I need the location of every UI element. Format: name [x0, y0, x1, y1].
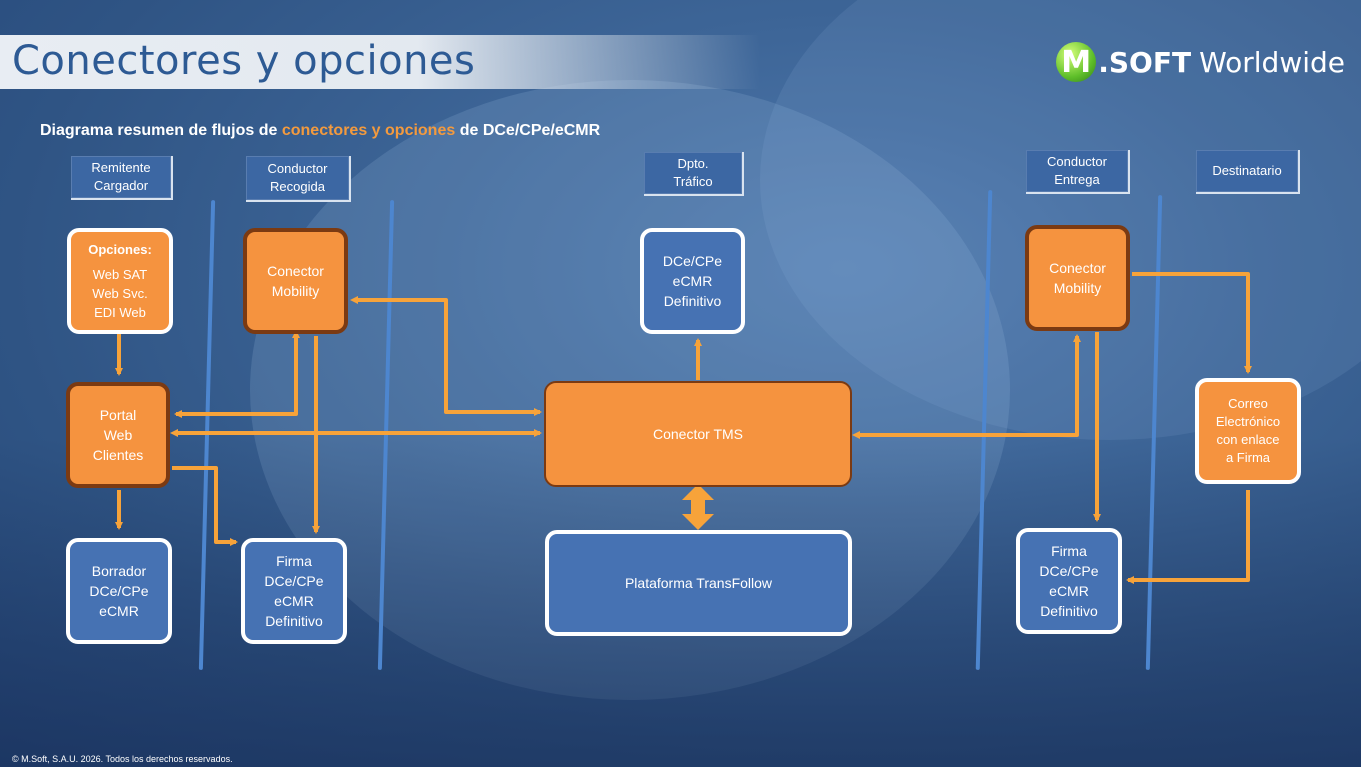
opciones-items: Web SAT Web Svc. EDI Web	[92, 267, 148, 320]
title-bar	[0, 35, 760, 89]
arrow-mobility-correo	[1132, 272, 1252, 374]
lane-conductor-recogida-label: Conductor Recogida	[267, 161, 328, 194]
lane-destinatario-label: Destinatario	[1212, 163, 1282, 178]
arrow-tms-mobility-right	[852, 334, 1081, 439]
subtitle-part2: de DCe/CPe/eCMR	[455, 122, 601, 139]
conector-tms-label: Conector TMS	[653, 426, 743, 442]
lane-remitente-label: Remitente Cargador	[91, 160, 151, 193]
firma-right-box: Firma DCe/CPe eCMR Definitivo	[1016, 528, 1122, 634]
firma-right-label: Firma DCe/CPe eCMR Definitivo	[1039, 543, 1099, 619]
lane-conductor-entrega: Conductor Entrega	[1026, 150, 1130, 194]
conector-mobility-left: Conector Mobility	[243, 228, 348, 334]
arrow-correo-firma	[1126, 490, 1250, 584]
portal-label: Portal Web Clientes	[92, 407, 144, 463]
company-logo: M .SOFT Worldwide	[1056, 40, 1345, 84]
logo-soft-text: .SOFT	[1098, 45, 1192, 79]
diagram-subtitle: Diagrama resumen de flujos de conectores…	[40, 122, 600, 140]
correo-label: Correo Electrónico con enlace a Firma	[1215, 396, 1281, 465]
logo-worldwide-text: Worldwide	[1199, 45, 1345, 79]
lane-destinatario: Destinatario	[1196, 150, 1300, 194]
conector-mobility-right: Conector Mobility	[1025, 225, 1130, 331]
firma-left-label: Firma DCe/CPe eCMR Definitivo	[264, 553, 324, 629]
page-title: Conectores y opciones	[12, 38, 476, 84]
logo-m-icon: M	[1056, 42, 1097, 82]
conector-mobility-right-label: Conector Mobility	[1049, 260, 1106, 296]
lane-dpto-trafico-label: Dpto. Tráfico	[673, 156, 713, 189]
conector-mobility-left-label: Conector Mobility	[267, 263, 324, 299]
borrador-box: Borrador DCe/CPe eCMR	[66, 538, 172, 644]
copyright-footer: © M.Soft, S.A.U. 2026. Todos los derecho…	[12, 754, 233, 764]
lane-conductor-entrega-label: Conductor Entrega	[1047, 154, 1107, 187]
arrow-portal-mobility	[174, 330, 300, 418]
portal-web-clientes: Portal Web Clientes	[66, 382, 170, 488]
borrador-label: Borrador DCe/CPe eCMR	[89, 563, 149, 619]
firma-left-box: Firma DCe/CPe eCMR Definitivo	[241, 538, 347, 644]
arrow-tms-plataforma	[682, 484, 714, 530]
opciones-title: Opciones:	[88, 242, 152, 257]
conector-tms: Conector TMS	[544, 381, 852, 487]
correo-box: Correo Electrónico con enlace a Firma	[1195, 378, 1301, 484]
arrow-portal-firma	[172, 466, 238, 546]
plataforma-label: Plataforma TransFollow	[624, 575, 773, 591]
lane-conductor-recogida: Conductor Recogida	[246, 156, 351, 202]
subtitle-highlight: conectores y opciones	[281, 122, 456, 139]
plataforma-transfollow: Plataforma TransFollow	[545, 530, 852, 636]
subtitle-part1: Diagrama resumen de flujos de	[40, 122, 282, 139]
opciones-box: Opciones: Web SAT Web Svc. EDI Web	[67, 228, 173, 334]
arrow-mobility-tms	[350, 296, 542, 416]
dce-definitivo-box: DCe/CPe eCMR Definitivo	[640, 228, 745, 334]
lane-remitente: Remitente Cargador	[71, 156, 173, 200]
lane-dpto-trafico: Dpto. Tráfico	[644, 152, 744, 196]
dce-definitivo-label: DCe/CPe eCMR Definitivo	[662, 253, 723, 309]
